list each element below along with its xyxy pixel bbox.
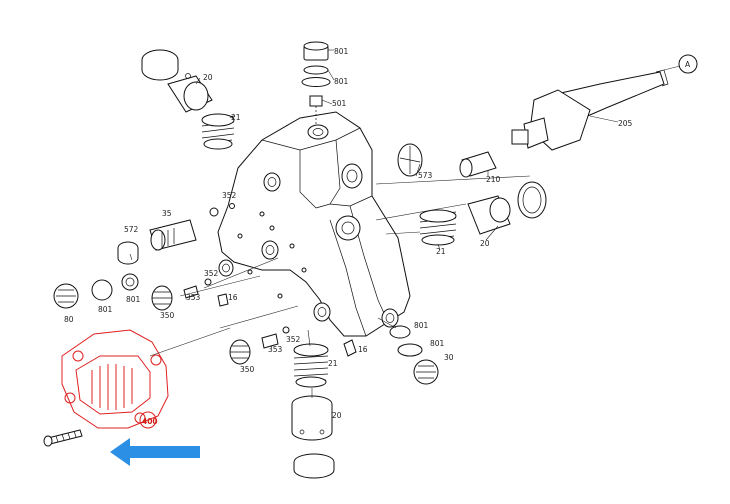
label-352-b: 352 — [204, 269, 219, 278]
leader-lines — [129, 49, 681, 398]
label-801-left: 801 — [98, 305, 113, 314]
highlighted-gear-pump-400 — [61, 329, 169, 429]
plunger-cap-top — [141, 49, 213, 113]
label-353-b: 353 — [268, 345, 283, 354]
valve-350-upper — [151, 278, 229, 311]
label-21-top: 21 — [231, 113, 241, 122]
label-21-bottom: 21 — [328, 359, 338, 368]
ring-right — [517, 181, 547, 219]
label-801-a: 801 — [334, 47, 349, 56]
label-205: 205 — [618, 119, 633, 128]
label-a: A — [685, 60, 691, 69]
label-352-a: 352 — [222, 191, 237, 200]
circle-a-marker — [678, 54, 698, 74]
label-21-right: 21 — [436, 247, 446, 256]
cross-disk-573 — [397, 143, 423, 177]
label-572: 572 — [124, 225, 139, 234]
left-plug-seal-set — [53, 273, 139, 309]
plug-right-bottom — [343, 325, 439, 385]
label-30-right: 30 — [444, 353, 454, 362]
label-801-d: 801 — [414, 321, 429, 330]
label-400: 400 — [142, 417, 158, 426]
plug-572 — [117, 241, 139, 265]
spring-bottom — [293, 343, 329, 388]
label-801-e: 801 — [430, 339, 445, 348]
label-801-c: 801 — [126, 295, 141, 304]
bolt-screw — [43, 429, 83, 447]
label-210: 210 — [486, 175, 501, 184]
label-352-c: 352 — [286, 335, 301, 344]
label-20-bottom: 20 — [332, 411, 342, 420]
plunger-right-20 — [467, 195, 511, 235]
label-573: 573 — [418, 171, 433, 180]
pump-housing — [217, 111, 411, 337]
bushing-210 — [459, 151, 497, 178]
plug-screw-top — [301, 41, 331, 126]
label-80-left: 80 — [64, 315, 74, 324]
label-350-a: 350 — [160, 311, 175, 320]
label-20-right: 20 — [480, 239, 490, 248]
drive-shaft — [511, 69, 669, 151]
label-16-a: 16 — [228, 293, 238, 302]
valve-350-lower — [229, 326, 290, 365]
label-350-b: 350 — [240, 365, 255, 374]
label-801-b: 801 — [334, 77, 349, 86]
valve-assembly-35 — [149, 203, 235, 251]
label-353-a: 353 — [186, 293, 201, 302]
arrow-left-icon — [110, 438, 200, 466]
spring-top — [201, 113, 235, 150]
label-35: 35 — [162, 209, 172, 218]
plunger-cup-bottom — [291, 395, 335, 479]
spring-right — [419, 209, 457, 246]
label-501: 501 — [332, 99, 347, 108]
label-16-b: 16 — [358, 345, 368, 354]
label-20-top: 20 — [203, 73, 213, 82]
callout-labels: 20 21 801 801 501 205 A 573 210 21 20 35… — [64, 47, 691, 426]
